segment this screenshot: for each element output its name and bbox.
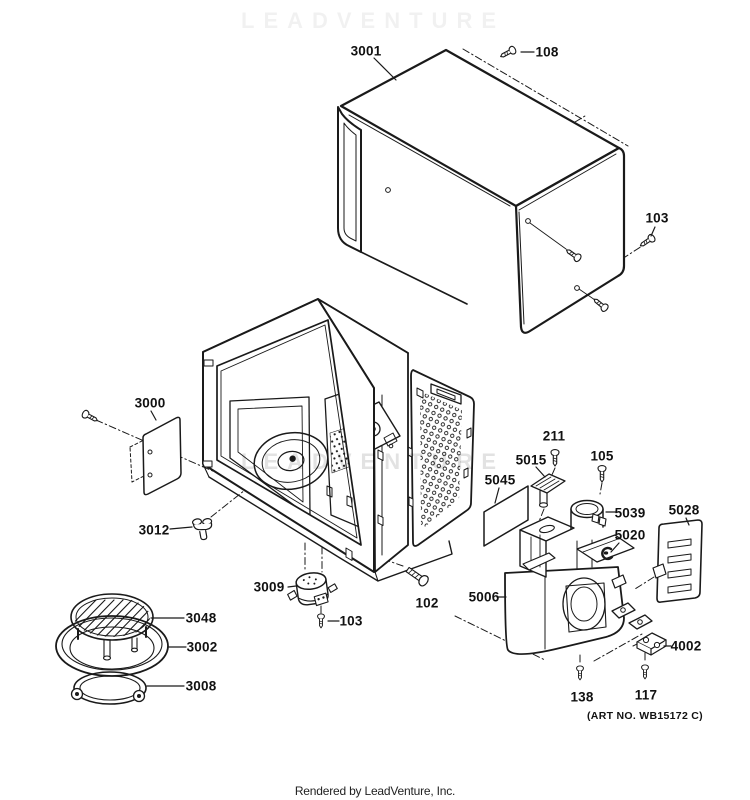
outer-case-drawing — [337, 48, 626, 334]
part-label-5028[interactable]: 5028 — [668, 502, 700, 518]
turntable-rack-drawing — [70, 593, 154, 661]
part-label-3000[interactable]: 3000 — [134, 395, 166, 411]
rear-panel-drawing — [407, 369, 475, 547]
door-frame-drawing — [202, 298, 453, 582]
part-label-3012[interactable]: 3012 — [138, 522, 170, 538]
part-label-5006[interactable]: 5006 — [468, 589, 500, 605]
part-label-3001[interactable]: 3001 — [350, 43, 382, 59]
vent-cover-drawing — [652, 519, 703, 603]
part-label-5045[interactable]: 5045 — [484, 472, 516, 488]
part-label-102[interactable]: 102 — [415, 595, 439, 611]
part-label-3002[interactable]: 3002 — [186, 639, 218, 655]
part-label-211[interactable]: 211 — [542, 428, 566, 444]
part-label-3008[interactable]: 3008 — [185, 678, 217, 694]
waveguide-cover-drawing — [483, 485, 529, 547]
footer-credit-text: Rendered by LeadVenture, Inc. — [294, 784, 456, 798]
mount-bracket-drawing — [576, 534, 635, 563]
part-label-5039[interactable]: 5039 — [614, 505, 646, 521]
part-label-103-motor[interactable]: 103 — [339, 613, 363, 629]
part-label-3048[interactable]: 3048 — [185, 610, 217, 626]
part-label-103-case[interactable]: 103 — [645, 210, 669, 226]
roller-ring-drawing — [70, 671, 147, 705]
part-label-108[interactable]: 108 — [535, 44, 559, 60]
air-duct-housing-drawing — [504, 516, 653, 655]
bolt-102-drawing — [405, 566, 429, 587]
leader-lines — [146, 51, 690, 687]
grommet-drawing — [191, 518, 213, 541]
part-label-4002[interactable]: 4002 — [670, 638, 702, 654]
part-label-117[interactable]: 117 — [634, 687, 658, 703]
art-number-text: (ART NO. WB15172 C) — [587, 710, 703, 722]
turntable-tray-drawing — [55, 615, 169, 677]
magnetron-drawing — [570, 499, 607, 530]
turntable-motor-drawing — [287, 572, 338, 607]
part-label-105[interactable]: 105 — [590, 448, 614, 464]
part-label-5020[interactable]: 5020 — [614, 527, 646, 543]
mounting-plate-drawing — [129, 416, 182, 496]
part-label-3009[interactable]: 3009 — [253, 579, 285, 595]
thermostat-drawing — [632, 632, 667, 656]
part-label-5015[interactable]: 5015 — [515, 452, 547, 468]
stirrer-antenna-drawing — [530, 473, 566, 508]
part-label-138[interactable]: 138 — [570, 689, 594, 705]
